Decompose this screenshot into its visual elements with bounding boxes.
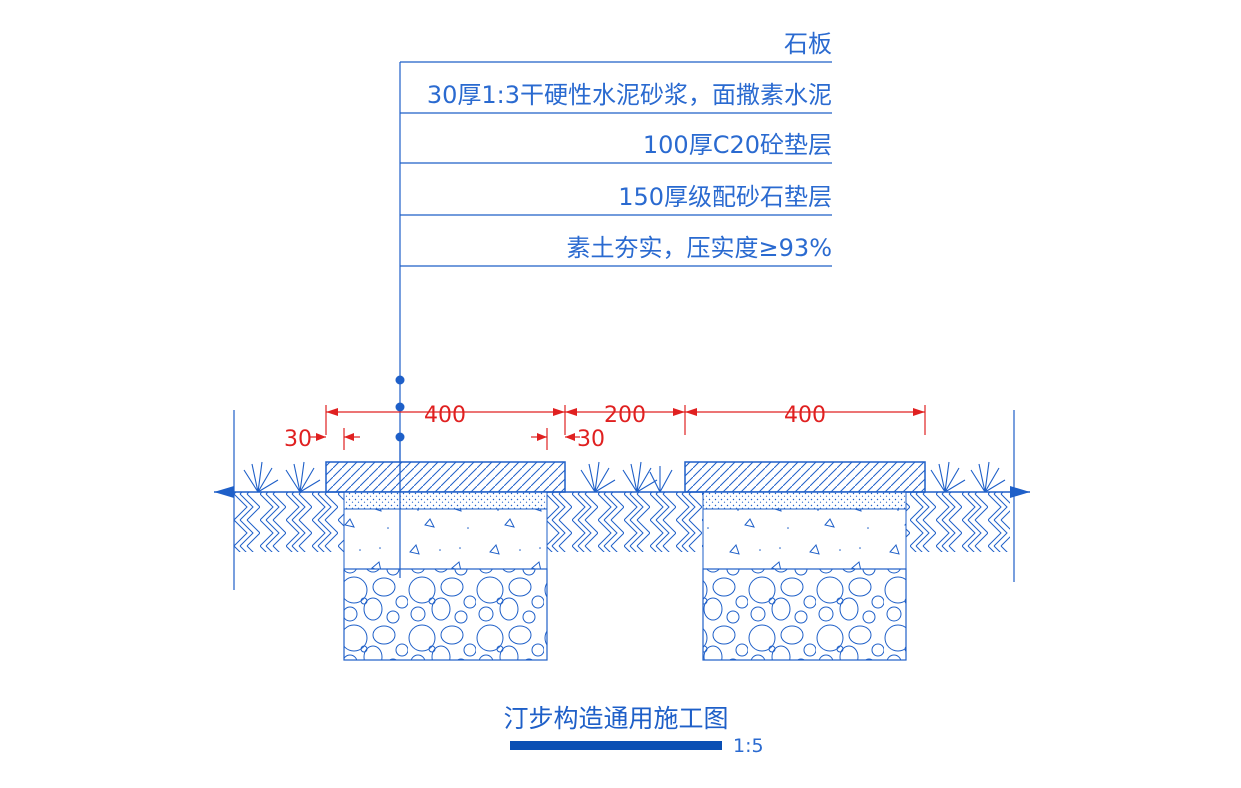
- dim-stone-a: 400: [424, 403, 466, 428]
- layer-label-stone: 石板: [784, 30, 832, 58]
- layer-label-soil: 素土夯实，压实度≥93%: [567, 234, 832, 262]
- layer-label-mortar: 30厚1:3干硬性水泥砂浆，面撒素水泥: [427, 81, 832, 109]
- layer-label-gravel: 150厚级配砂石垫层: [618, 183, 832, 211]
- dim-stone-b: 400: [784, 403, 826, 428]
- layer-labels: 石板 30厚1:3干硬性水泥砂浆，面撒素水泥 100厚C20砼垫层 150厚级配…: [427, 30, 832, 262]
- grass-tufts: [243, 461, 1006, 493]
- stepping-stone-a: [325, 461, 566, 661]
- dim-offset-right: 30: [577, 427, 605, 452]
- stepping-stone-b: [684, 461, 926, 661]
- title-block: 汀步构造通用施工图 1:5: [503, 704, 763, 757]
- drawing-title: 汀步构造通用施工图: [503, 704, 728, 733]
- soil-ground: [214, 410, 1030, 590]
- dim-gap: 200: [604, 403, 646, 428]
- drawing-scale: 1:5: [733, 735, 764, 757]
- dim-offset-left: 30: [284, 427, 312, 452]
- dimension-labels: 400 200 400 30 30: [284, 403, 826, 452]
- layer-label-concrete: 100厚C20砼垫层: [643, 131, 832, 159]
- dimension-lines: [310, 405, 926, 450]
- title-underline: [510, 741, 722, 750]
